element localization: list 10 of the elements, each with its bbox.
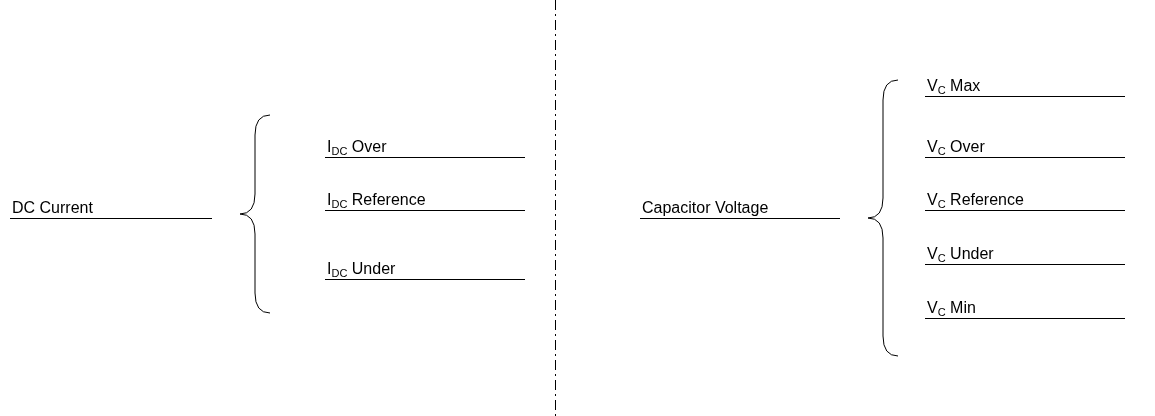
underlined-label: I$_{DC}$ Under <box>325 259 525 280</box>
underlined-label: I$_{DC}$ Reference <box>325 190 525 211</box>
underlined-label: I$_{DC}$ Over <box>325 137 525 158</box>
underlined-label: Capacitor Voltage <box>640 198 840 219</box>
underlined-label: V$_{C}$ Reference <box>925 190 1125 211</box>
underlined-label: V$_{C}$ Over <box>925 137 1125 158</box>
underlined-label: V$_{C}$ Max <box>925 76 1125 97</box>
underlined-label: DC Current <box>10 198 212 219</box>
underlined-label: V$_{C}$ Min <box>925 298 1125 319</box>
underlined-label: V$_{C}$ Under <box>925 244 1125 265</box>
